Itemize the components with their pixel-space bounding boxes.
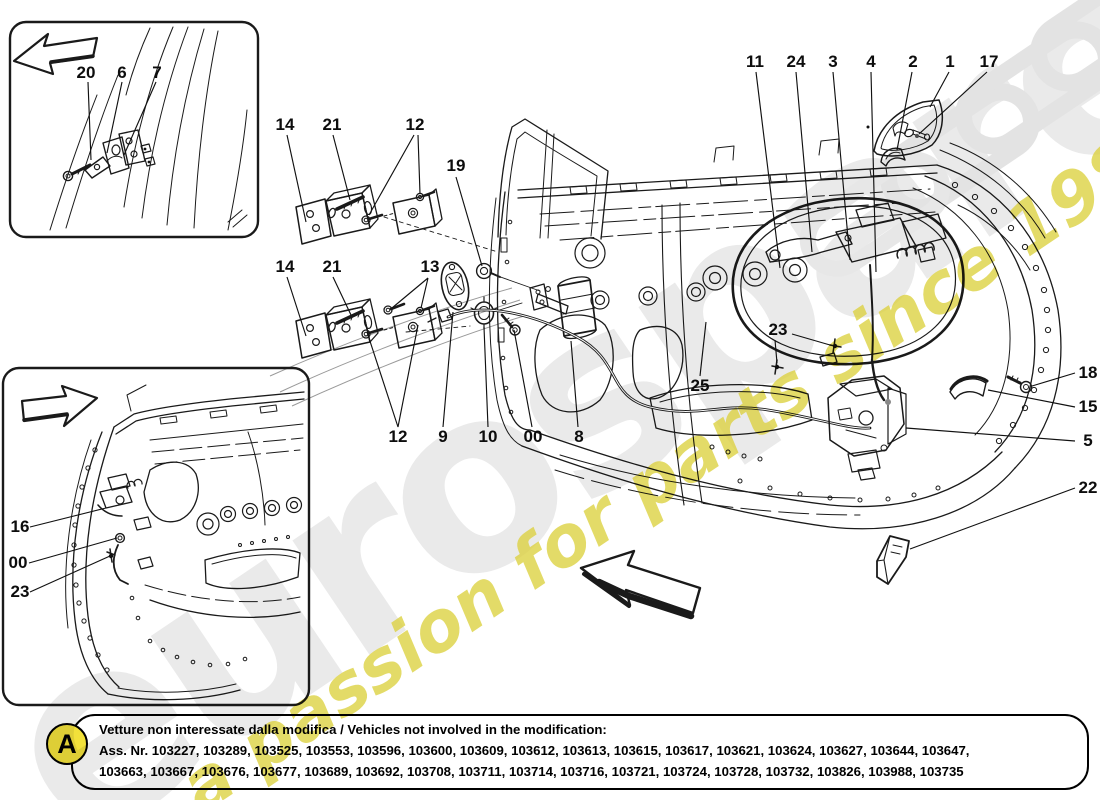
direction-arrow-right-icon bbox=[20, 384, 99, 428]
part-number-label[interactable]: 12 bbox=[405, 115, 425, 134]
direction-arrow-up-left-icon bbox=[579, 549, 702, 620]
part-number-label[interactable]: 15 bbox=[1078, 397, 1098, 416]
part-number-label[interactable]: 14 bbox=[275, 257, 295, 276]
part-number-label[interactable]: 6 bbox=[117, 63, 127, 82]
door-check-strap-part bbox=[529, 276, 597, 340]
part-number-label[interactable]: 3 bbox=[828, 52, 838, 71]
part-number-label[interactable]: 5 bbox=[1083, 431, 1093, 450]
part-number-label[interactable]: 00 bbox=[523, 427, 543, 446]
wedge-part bbox=[876, 535, 910, 585]
part-number-label[interactable]: 22 bbox=[1078, 478, 1098, 497]
part-number-label[interactable]: 9 bbox=[438, 427, 448, 446]
screw-part bbox=[1006, 375, 1033, 394]
inset-box-door-check bbox=[8, 20, 260, 239]
callout-leader-lines bbox=[28, 71, 1076, 593]
part-number-label[interactable]: 24 bbox=[786, 52, 806, 71]
part-number-label[interactable]: 21 bbox=[322, 257, 342, 276]
part-number-label[interactable]: 25 bbox=[690, 376, 710, 395]
cable-clip bbox=[829, 338, 842, 354]
note-badge-a: A bbox=[46, 723, 88, 765]
part-number-label[interactable]: 4 bbox=[866, 52, 876, 71]
direction-arrow-left-icon bbox=[12, 32, 99, 76]
striker-plate-part bbox=[440, 261, 470, 311]
release-cable bbox=[427, 308, 872, 430]
part-number-label[interactable]: 1 bbox=[945, 52, 955, 71]
part-number-label[interactable]: 23 bbox=[10, 582, 30, 601]
part-number-label[interactable]: 14 bbox=[275, 115, 295, 134]
note-assembly-numbers-line1: Ass. Nr. 103227, 103289, 103525, 103553,… bbox=[99, 743, 970, 758]
note-assembly-numbers-line2: 103663, 103667, 103676, 103677, 103689, … bbox=[99, 764, 964, 779]
inner-lock-detail bbox=[97, 473, 154, 585]
part-number-label[interactable]: 13 bbox=[420, 257, 440, 276]
part-number-label[interactable]: 8 bbox=[574, 427, 584, 446]
grommet-part bbox=[475, 262, 541, 292]
modification-note-box: Vetture non interessate dalla modifica /… bbox=[71, 714, 1089, 790]
part-number-label[interactable]: 19 bbox=[446, 156, 466, 175]
door-latch-assembly bbox=[827, 375, 907, 481]
part-number-label[interactable]: 12 bbox=[388, 427, 408, 446]
part-number-label[interactable]: 00 bbox=[8, 553, 28, 572]
part-number-label[interactable]: 10 bbox=[478, 427, 498, 446]
part-number-label[interactable]: 11 bbox=[746, 52, 764, 71]
inset-box-inner-door bbox=[1, 366, 311, 707]
part-number-label[interactable]: 23 bbox=[768, 320, 788, 339]
part-number-label[interactable]: 17 bbox=[979, 52, 999, 71]
part-number-label[interactable]: 21 bbox=[322, 115, 342, 134]
door-pull-cover-part bbox=[949, 375, 989, 400]
upper-hinge-assembly bbox=[295, 184, 443, 245]
part-number-label[interactable]: 20 bbox=[76, 63, 96, 82]
part-number-label[interactable]: 7 bbox=[152, 63, 162, 82]
note-title: Vetture non interessate dalla modifica /… bbox=[99, 722, 607, 737]
part-number-label[interactable]: 16 bbox=[10, 517, 30, 536]
part-number-label[interactable]: 18 bbox=[1078, 363, 1098, 382]
part-number-label[interactable]: 2 bbox=[908, 52, 918, 71]
